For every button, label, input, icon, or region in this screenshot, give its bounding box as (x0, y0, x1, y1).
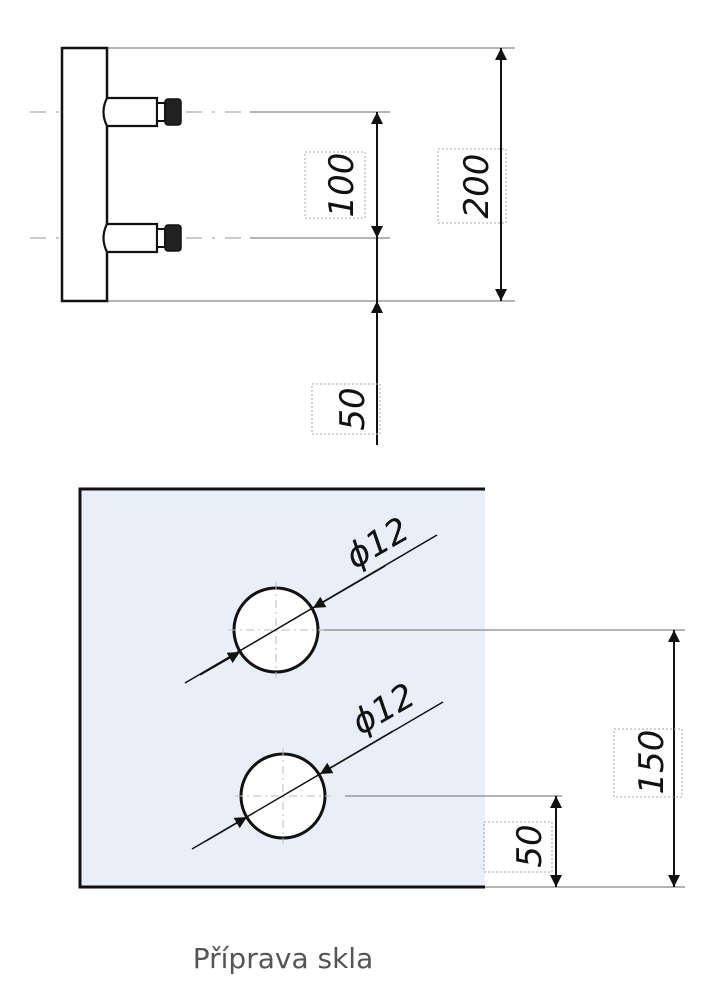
dim-label-200: 200 (457, 154, 497, 219)
arrow-hole-lower-left (205, 816, 248, 842)
profile-view: 100 200 50 (30, 46, 515, 445)
hole-upper (184, 534, 438, 684)
profile-plate (60, 46, 109, 303)
dim-box-100 (304, 151, 366, 219)
drawing-caption: Příprava skla (192, 942, 374, 975)
arrow-hole-lower-right (319, 730, 394, 775)
glass-view: ϕ12 ϕ12 150 50 (78, 487, 685, 889)
glass-outline (78, 487, 485, 889)
pin-upper (102, 96, 182, 128)
arrow-hole-upper-left (199, 651, 241, 676)
hole-lower (191, 701, 444, 850)
dim-box-50-top (311, 383, 381, 435)
dim-label-100: 100 (322, 153, 362, 218)
arrow-hole-upper-right (312, 565, 386, 609)
dim-label-150: 150 (632, 730, 672, 795)
pin-lower (102, 222, 182, 254)
dim-label-50-bottom: 50 (510, 824, 550, 867)
dim-label-50-top: 50 (333, 387, 373, 430)
dim-box-200 (437, 148, 507, 224)
dim-box-150 (613, 728, 683, 798)
dim-box-50-bottom (483, 821, 553, 873)
